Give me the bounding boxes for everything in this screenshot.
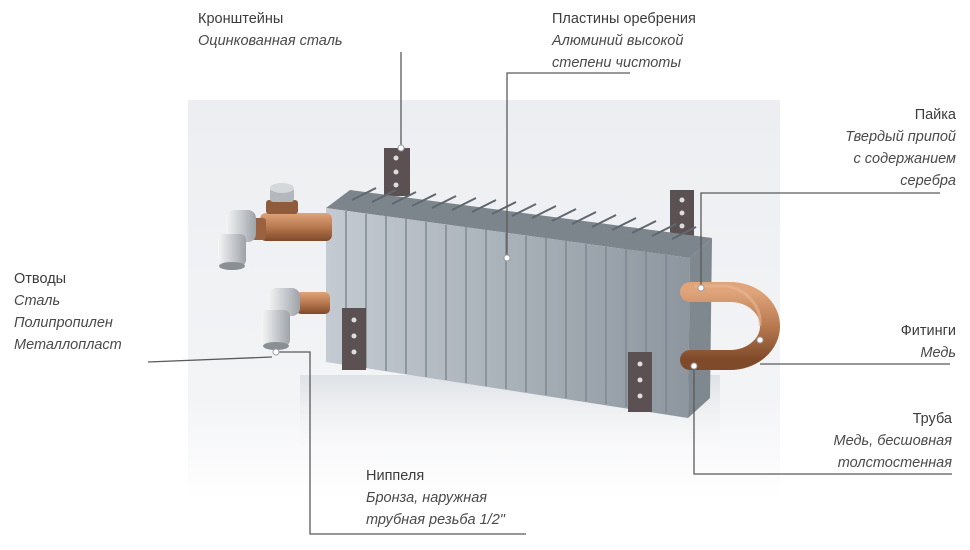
label-soldering-line1: Твердый припой bbox=[845, 129, 956, 145]
elbow-upper bbox=[218, 210, 256, 270]
leader-lines bbox=[147, 52, 952, 535]
label-fittings-line: Медь bbox=[920, 345, 956, 361]
label-soldering: Пайка Твердый припой с содержанием сереб… bbox=[845, 104, 956, 192]
label-pipe: Труба Медь, бесшовная толстостенная bbox=[834, 408, 952, 474]
label-soldering-line2: с содержанием bbox=[853, 151, 957, 167]
label-fins: Пластины оребрения Алюминий высокой степ… bbox=[552, 8, 696, 74]
label-bends-line3: Металлопласт bbox=[14, 337, 122, 353]
lower-copper-inlet bbox=[296, 292, 330, 314]
label-brackets-line: Оцинкованная сталь bbox=[198, 33, 343, 49]
label-fittings: Фитинги Медь bbox=[901, 320, 956, 364]
elbow-lower bbox=[262, 288, 300, 350]
leader-dots bbox=[272, 144, 764, 370]
label-brackets-title: Кронштейны bbox=[198, 11, 284, 27]
label-bends-line1: Сталь bbox=[14, 293, 61, 309]
label-pipe-line1: Медь, бесшовная bbox=[833, 433, 952, 449]
label-nipples-line2: трубная резьба 1/2" bbox=[366, 512, 505, 528]
bracket-right-front bbox=[628, 352, 652, 412]
bracket-left-rear bbox=[384, 148, 410, 196]
label-fins-line2: степени чистоты bbox=[552, 55, 682, 71]
fin-block-top bbox=[326, 190, 712, 258]
label-pipe-line2: толстостенная bbox=[837, 455, 952, 471]
label-pipe-title: Труба bbox=[912, 411, 952, 427]
leader-pipe bbox=[693, 366, 952, 475]
valve-assembly bbox=[252, 183, 332, 241]
bracket-left-front bbox=[342, 308, 366, 370]
leader-bends bbox=[147, 356, 273, 363]
label-soldering-line3: серебра bbox=[900, 173, 956, 189]
fin-top-ridges bbox=[351, 187, 697, 240]
fin-vertical-lines bbox=[345, 211, 667, 413]
label-bends: Отводы Сталь Полипропилен Металлопласт bbox=[14, 268, 122, 356]
label-fittings-title: Фитинги bbox=[900, 323, 956, 339]
label-nipples: Ниппеля Бронза, наружная трубная резьба … bbox=[366, 465, 505, 531]
bracket-right-rear bbox=[670, 190, 694, 236]
label-fins-title: Пластины оребрения bbox=[552, 11, 696, 27]
fin-block-side bbox=[688, 238, 712, 418]
label-fins-line1: Алюминий высокой bbox=[552, 33, 684, 49]
label-soldering-title: Пайка bbox=[914, 107, 956, 123]
leader-nipples bbox=[278, 351, 526, 535]
label-nipples-line1: Бронза, наружная bbox=[366, 490, 488, 506]
label-bends-title: Отводы bbox=[14, 271, 67, 287]
label-bends-line2: Полипропилен bbox=[14, 315, 113, 331]
leader-fins bbox=[506, 72, 630, 258]
leader-soldering bbox=[700, 192, 940, 288]
fin-block-front bbox=[326, 208, 690, 418]
label-brackets: Кронштейны Оцинкованная сталь bbox=[198, 8, 343, 52]
label-nipples-title: Ниппеля bbox=[366, 468, 425, 484]
